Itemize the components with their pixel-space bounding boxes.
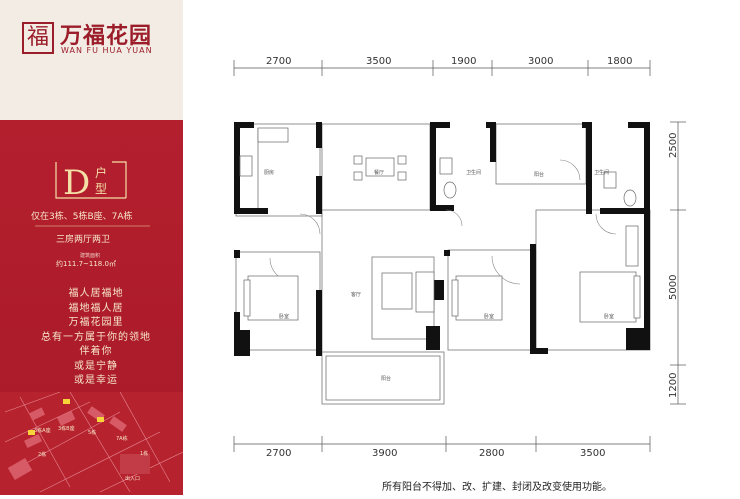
footer-note: 所有阳台不得加、改、扩建、封闭及改变使用功能。 xyxy=(382,482,612,493)
room-living: 客厅 xyxy=(351,291,361,298)
unit-word: 户型 xyxy=(95,166,108,196)
dim-top: 3500 xyxy=(366,56,392,67)
dim-right: 2500 xyxy=(668,128,679,158)
dim-bottom: 3500 xyxy=(580,448,606,459)
area-value: 约111.7~118.0㎡ xyxy=(56,260,116,268)
poem-line: 或是幸运 xyxy=(74,375,118,386)
unit-rooms: 三房两厅两卫 xyxy=(56,235,111,245)
dim-top: 1900 xyxy=(451,56,477,67)
area-label: 建筑面积 xyxy=(80,253,101,259)
room-dining: 餐厅 xyxy=(374,169,384,176)
site-label: 1栋 xyxy=(140,450,148,457)
dim-right-label: 2500 xyxy=(668,132,679,158)
room-bed2: 卧室 xyxy=(484,313,494,320)
site-label: 7A栋 xyxy=(116,435,128,442)
dim-bottom: 2700 xyxy=(266,448,292,459)
room-kitchen: 厨房 xyxy=(264,169,274,176)
site-label: 2栋 xyxy=(38,451,46,458)
poem: 福人居福地 福地福人居 万福花园里 总有一方属于你的领地 伴着你 或是宁静 或是… xyxy=(40,287,152,389)
brand-name-en: WAN FU HUA YUAN xyxy=(61,46,153,55)
site-label: 3栋A座 xyxy=(34,427,51,434)
room-bath1: 卫生间 xyxy=(466,169,481,176)
room-balcony-bottom: 阳台 xyxy=(381,375,391,382)
dim-top: 1800 xyxy=(607,56,633,67)
room-balcony-top: 阳台 xyxy=(534,171,544,178)
dim-top: 3000 xyxy=(528,56,554,67)
site-map: 3栋A座 3栋B座 5栋 7A栋 2栋 1栋 出入口 xyxy=(0,391,184,495)
site-label: 出入口 xyxy=(125,475,140,482)
dim-right-label: 1200 xyxy=(668,372,679,398)
poem-line: 总有一方属于你的领地 xyxy=(41,331,151,343)
site-label: 3栋B座 xyxy=(58,425,75,432)
brand-name: 万福花园 xyxy=(60,23,153,49)
sidebar: 福 万福花园 WAN FU HUA YUAN D 户型 仅在3栋、5栋B座、7A… xyxy=(0,0,184,495)
poem-line: 万福花园里 xyxy=(68,317,124,328)
dim-bottom: 3900 xyxy=(372,448,398,459)
unit-frame xyxy=(35,161,150,227)
dim-bottom: 2800 xyxy=(479,448,505,459)
room-bed1: 卧室 xyxy=(279,313,289,320)
dim-right: 1200 xyxy=(668,368,679,398)
room-bath2: 卫生间 xyxy=(594,169,609,176)
unit-buildings: 仅在3栋、5栋B座、7A栋 xyxy=(31,212,133,222)
dim-top: 2700 xyxy=(266,56,292,67)
dim-right: 5000 xyxy=(668,270,679,300)
unit-letter: D xyxy=(63,163,91,203)
poem-line: 福地福人居 xyxy=(68,302,124,314)
site-map-drawing: 3栋A座 3栋B座 5栋 7A栋 2栋 1栋 出入口 xyxy=(4,391,184,493)
site-label: 5栋 xyxy=(88,429,96,436)
brand-logo: 福 xyxy=(22,22,54,54)
poem-line: 伴着你 xyxy=(79,346,113,357)
room-bed3: 卧室 xyxy=(604,313,614,320)
dim-right-label: 5000 xyxy=(668,274,679,300)
poem-line: 福人居福地 xyxy=(68,288,124,299)
poem-line: 或是宁静 xyxy=(74,360,118,372)
